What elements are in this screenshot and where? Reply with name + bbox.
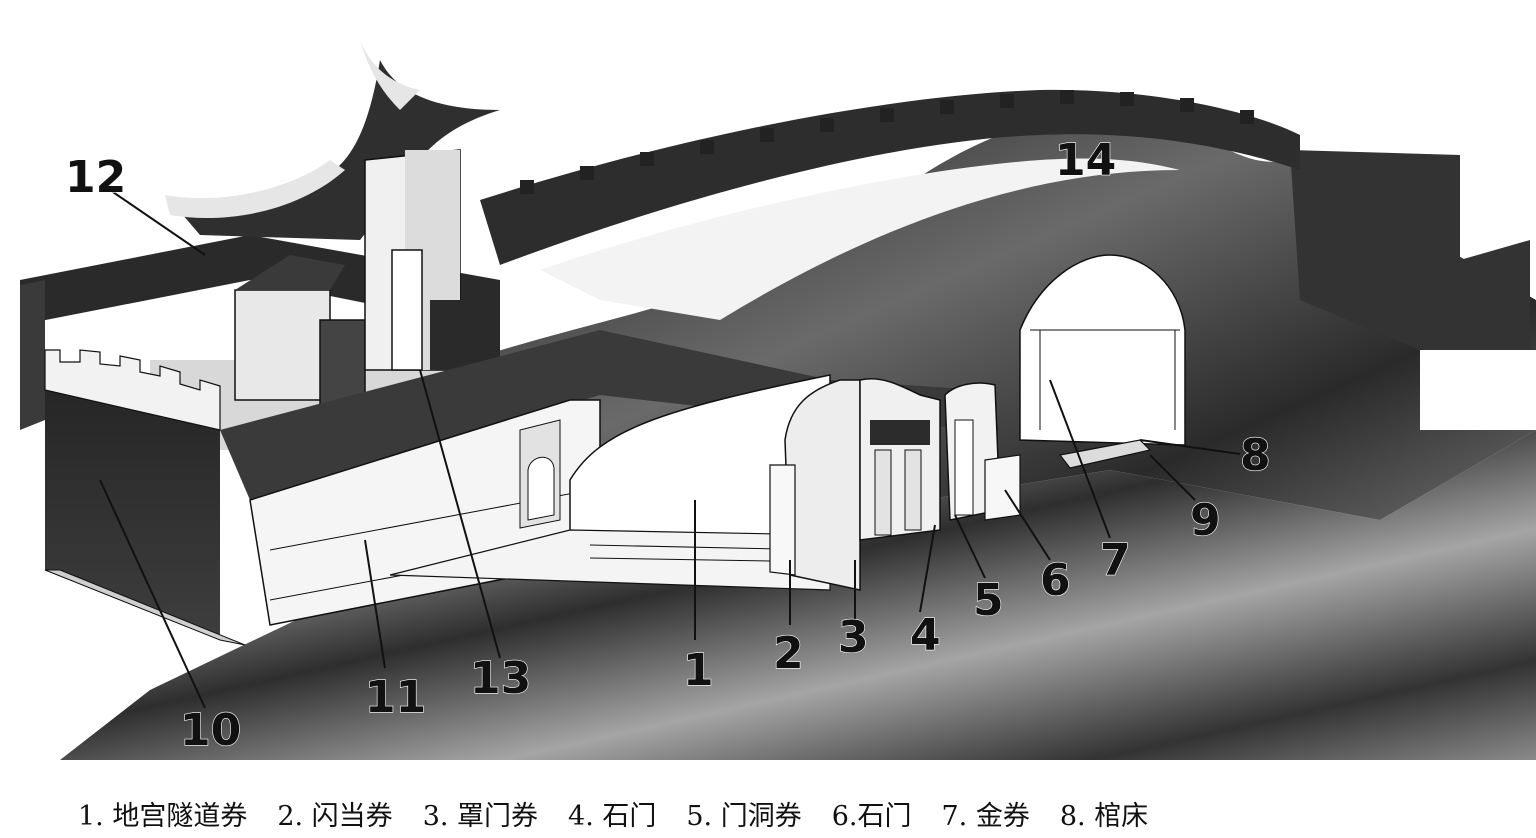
upper-wall-crenels — [520, 90, 1254, 194]
stele-pavilion — [165, 40, 500, 411]
golden-vault-arch — [1019, 254, 1186, 446]
label-10: 10 — [180, 705, 241, 756]
legend-item-8: 8. 棺床 — [1059, 800, 1149, 832]
left-side-wall — [20, 280, 45, 430]
right-wall-light — [1420, 350, 1536, 430]
legend-item-5: 5. 门洞券 — [686, 800, 802, 832]
label-14: 14 — [1055, 135, 1116, 186]
mausoleum-cutaway-diagram: 1 2 3 4 5 6 7 8 9 10 11 12 13 14 — [20, 40, 1536, 760]
label-6: 6 — [1040, 555, 1071, 606]
label-2: 2 — [773, 628, 804, 679]
upper-curved-wall — [480, 89, 1300, 265]
label-11: 11 — [365, 672, 426, 723]
label-8: 8 — [1240, 430, 1271, 481]
label-1: 1 — [683, 645, 714, 696]
label-9: 9 — [1190, 495, 1221, 546]
label-3: 3 — [838, 612, 869, 663]
front-fortress-wall — [44, 349, 246, 646]
legend-item-2: 2. 闪当券 — [277, 800, 393, 832]
legend-caption: 1. 地宫隧道券 2. 闪当券 3. 罩门券 4. 石门 5. 门洞券 6.石门… — [0, 788, 1536, 838]
legend-item-1: 1. 地宫隧道券 — [78, 800, 248, 832]
legend-item-3: 3. 罩门券 — [422, 800, 539, 832]
legend-item-7: 7. 金券 — [941, 800, 1030, 832]
leader-lines — [99, 189, 1241, 709]
underground-tunnel — [389, 374, 831, 591]
legend-item-6: 6.石门 — [831, 800, 912, 832]
number-labels: 1 2 3 4 5 6 7 8 9 10 11 12 13 14 — [64, 134, 1271, 756]
label-4: 4 — [910, 610, 941, 661]
label-12: 12 — [65, 152, 126, 203]
square-tower — [364, 149, 500, 371]
cover-door-vault — [769, 379, 861, 591]
ground-section — [60, 430, 1536, 760]
coffin-platform — [1058, 439, 1152, 469]
legend-item-4: 4. 石门 — [568, 800, 657, 832]
label-7: 7 — [1100, 535, 1131, 586]
label-5: 5 — [973, 575, 1004, 626]
upper-wall-inner — [540, 158, 1180, 320]
stone-door-1 — [859, 377, 941, 541]
label-13: 13 — [470, 653, 531, 704]
stone-door-2 — [984, 454, 1021, 521]
